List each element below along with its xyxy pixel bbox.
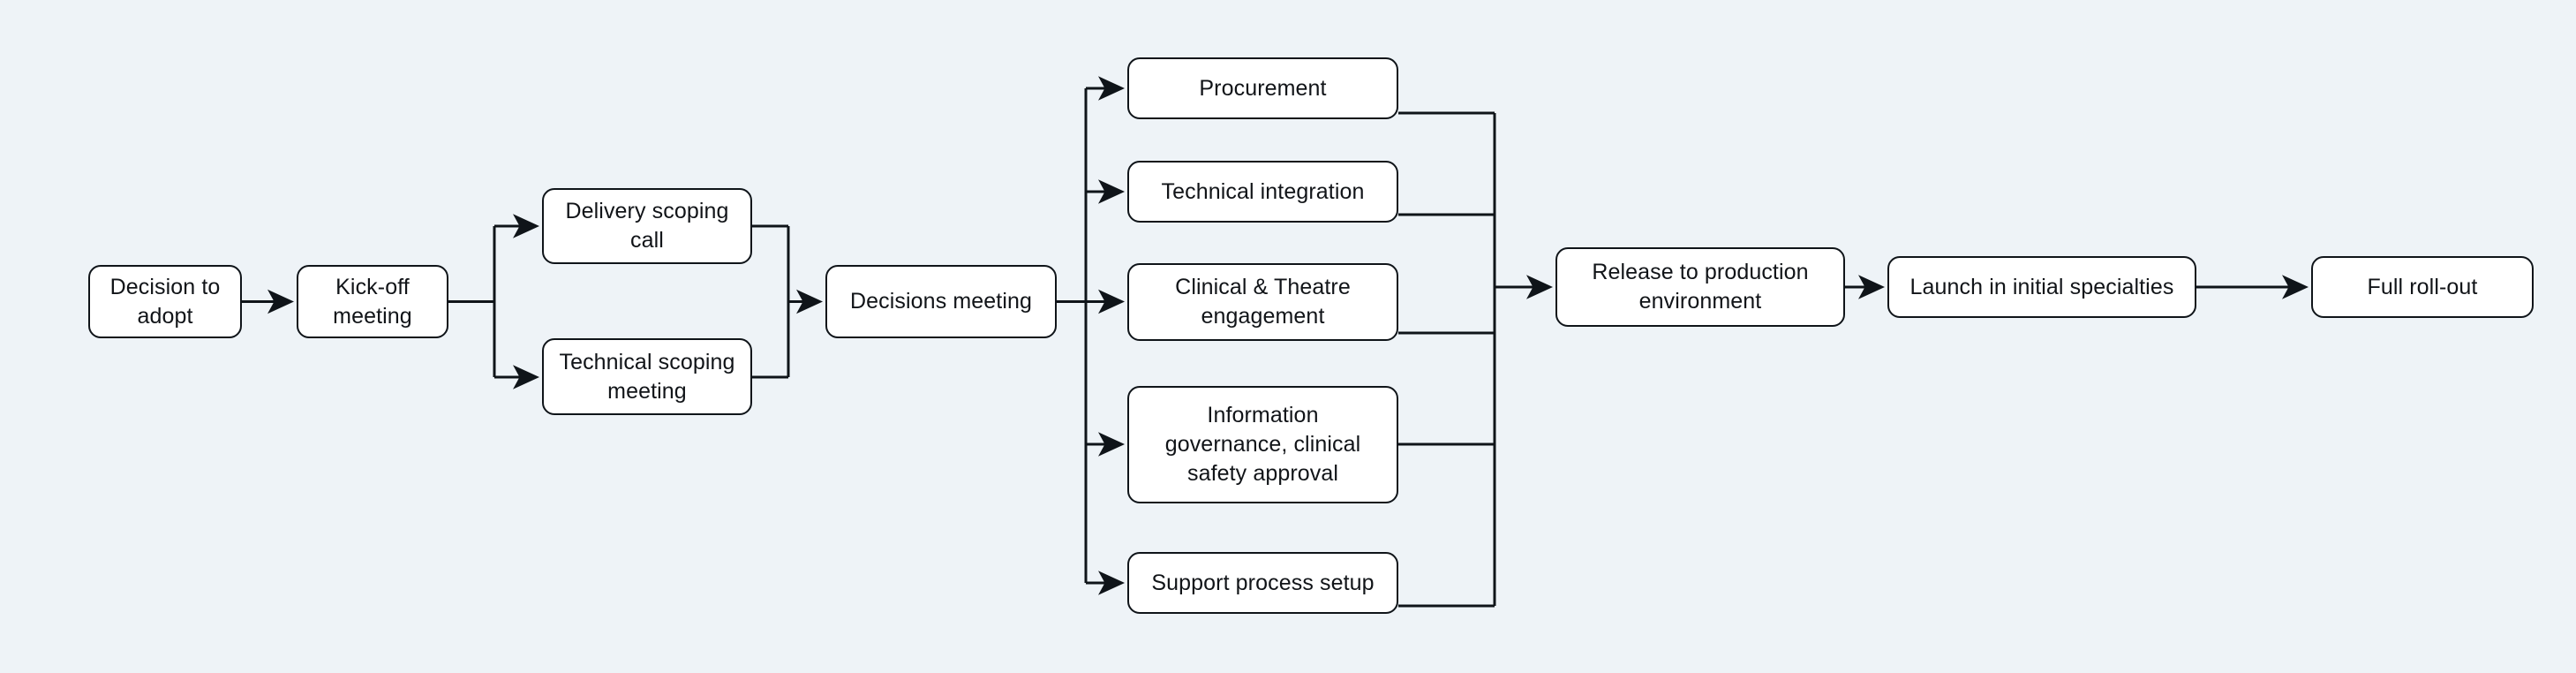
node-release-to-production-environment[interactable]: Release to production environment xyxy=(1555,247,1845,327)
node-label: Full roll-out xyxy=(2367,274,2478,299)
node-information-governance-clinical-safety-approval[interactable]: Information governance, clinical safety … xyxy=(1127,386,1398,503)
node-technical-integration[interactable]: Technical integration xyxy=(1127,161,1398,223)
node-clinical-theatre-engagement[interactable]: Clinical & Theatre engagement xyxy=(1127,263,1398,341)
node-label: Information governance, clinical safety … xyxy=(1164,403,1361,486)
node-label: Launch in initial specialties xyxy=(1909,274,2174,299)
node-kick-off-meeting[interactable]: Kick-off meeting xyxy=(297,265,448,338)
node-label: Release to production environment xyxy=(1592,260,1809,314)
node-label: Procurement xyxy=(1199,75,1327,101)
node-full-roll-out[interactable]: Full roll-out xyxy=(2311,256,2534,318)
node-procurement[interactable]: Procurement xyxy=(1127,57,1398,119)
node-label: Clinical & Theatre engagement xyxy=(1175,275,1351,329)
node-delivery-scoping-call[interactable]: Delivery scoping call xyxy=(542,188,752,264)
node-technical-scoping-meeting[interactable]: Technical scoping meeting xyxy=(542,338,752,415)
node-label: Kick-off meeting xyxy=(333,274,412,329)
node-decisions-meeting[interactable]: Decisions meeting xyxy=(825,265,1057,338)
node-label: Delivery scoping call xyxy=(565,199,729,253)
node-label: Decisions meeting xyxy=(850,289,1032,314)
node-support-process-setup[interactable]: Support process setup xyxy=(1127,552,1398,614)
node-label: Technical integration xyxy=(1161,178,1365,204)
node-label: Decision to adopt xyxy=(109,274,221,329)
node-decision-to-adopt[interactable]: Decision to adopt xyxy=(88,265,242,338)
node-label: Support process setup xyxy=(1151,570,1375,595)
node-label: Technical scoping meeting xyxy=(559,349,735,404)
node-launch-in-initial-specialties[interactable]: Launch in initial specialties xyxy=(1887,256,2196,318)
